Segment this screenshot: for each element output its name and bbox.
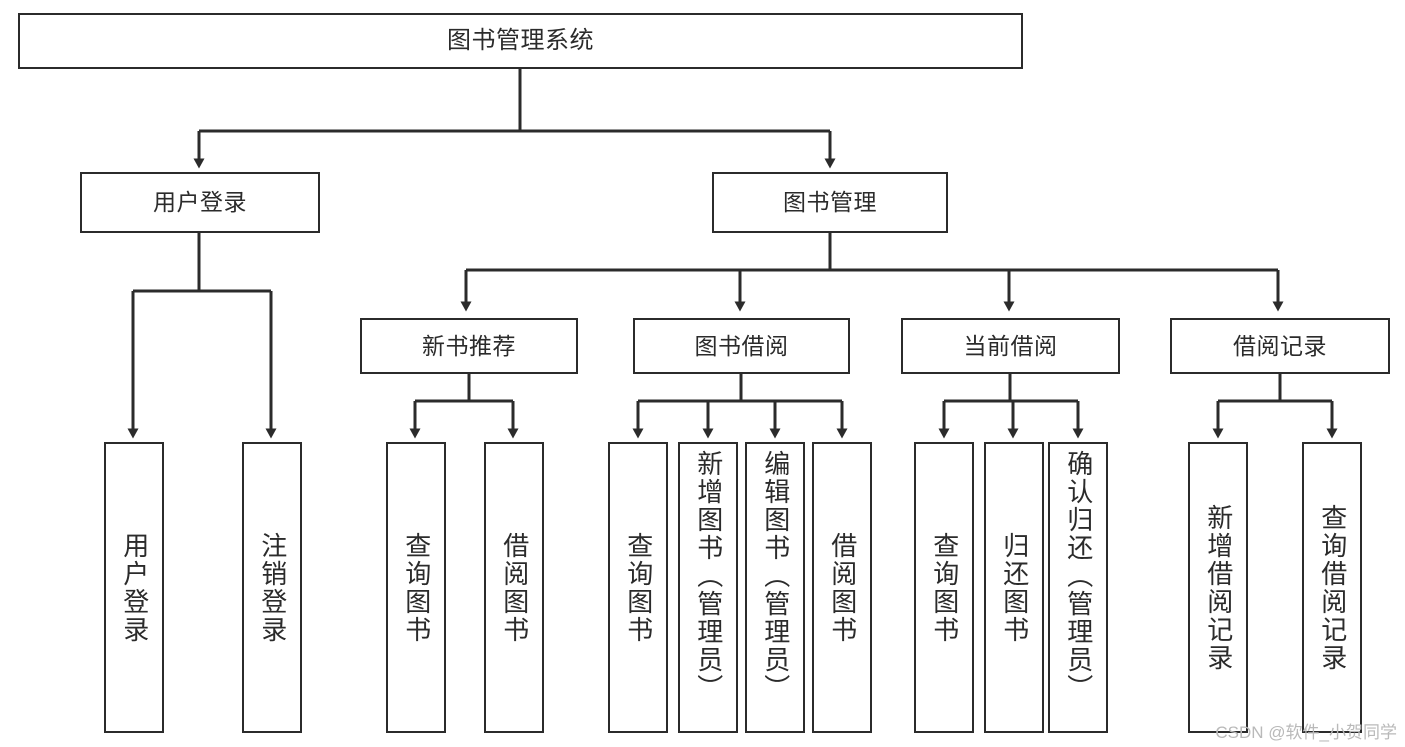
node-label: 查询图书 [401,531,432,644]
leaf-current-query-book[interactable]: 查询图书 [914,442,974,733]
node-label: 新增图书（管理员） [693,450,724,702]
leaf-record-query[interactable]: 查询借阅记录 [1302,442,1362,733]
node-label: 新书推荐 [422,332,516,359]
node-label: 图书管理 [783,189,877,215]
leaf-borrow-query-book[interactable]: 查询图书 [608,442,668,733]
leaf-user-login[interactable]: 用户登录 [104,442,164,733]
leaf-borrow-edit-book[interactable]: 编辑图书（管理员） [745,442,805,733]
node-label: 编辑图书（管理员） [760,450,791,702]
node-label: 当前借阅 [963,332,1058,359]
leaf-current-confirm-return[interactable]: 确认归还（管理员） [1048,442,1108,733]
node-new-book-recommend[interactable]: 新书推荐 [360,318,578,374]
leaf-record-add[interactable]: 新增借阅记录 [1188,442,1248,733]
watermark-text: CSDN @软件_小贺同学 [1215,723,1397,742]
node-label: 用户登录 [119,531,150,644]
node-label: 借阅记录 [1233,332,1327,359]
leaf-borrow-add-book[interactable]: 新增图书（管理员） [678,442,738,733]
node-root-system[interactable]: 图书管理系统 [18,13,1023,69]
node-label: 归还图书 [999,531,1030,644]
node-label: 查询图书 [929,531,960,644]
leaf-recommend-query-book[interactable]: 查询图书 [386,442,446,733]
node-book-borrow[interactable]: 图书借阅 [633,318,850,374]
node-label: 用户登录 [153,189,247,215]
node-label: 确认归还（管理员） [1063,450,1094,702]
leaf-borrow-borrow-book[interactable]: 借阅图书 [812,442,872,733]
node-label: 查询图书 [623,531,654,644]
node-borrow-record[interactable]: 借阅记录 [1170,318,1390,374]
node-label: 查询借阅记录 [1317,503,1348,672]
node-book-management[interactable]: 图书管理 [712,172,948,233]
node-user-login[interactable]: 用户登录 [80,172,320,233]
leaf-recommend-borrow-book[interactable]: 借阅图书 [484,442,544,733]
node-label: 借阅图书 [827,531,858,644]
node-current-borrow[interactable]: 当前借阅 [901,318,1120,374]
node-label: 图书借阅 [694,332,789,359]
leaf-user-logout[interactable]: 注销登录 [242,442,302,733]
node-label: 图书管理系统 [447,27,594,54]
node-label: 借阅图书 [499,531,530,644]
node-label: 注销登录 [257,531,288,644]
leaf-current-return-book[interactable]: 归还图书 [984,442,1044,733]
node-label: 新增借阅记录 [1203,503,1234,672]
